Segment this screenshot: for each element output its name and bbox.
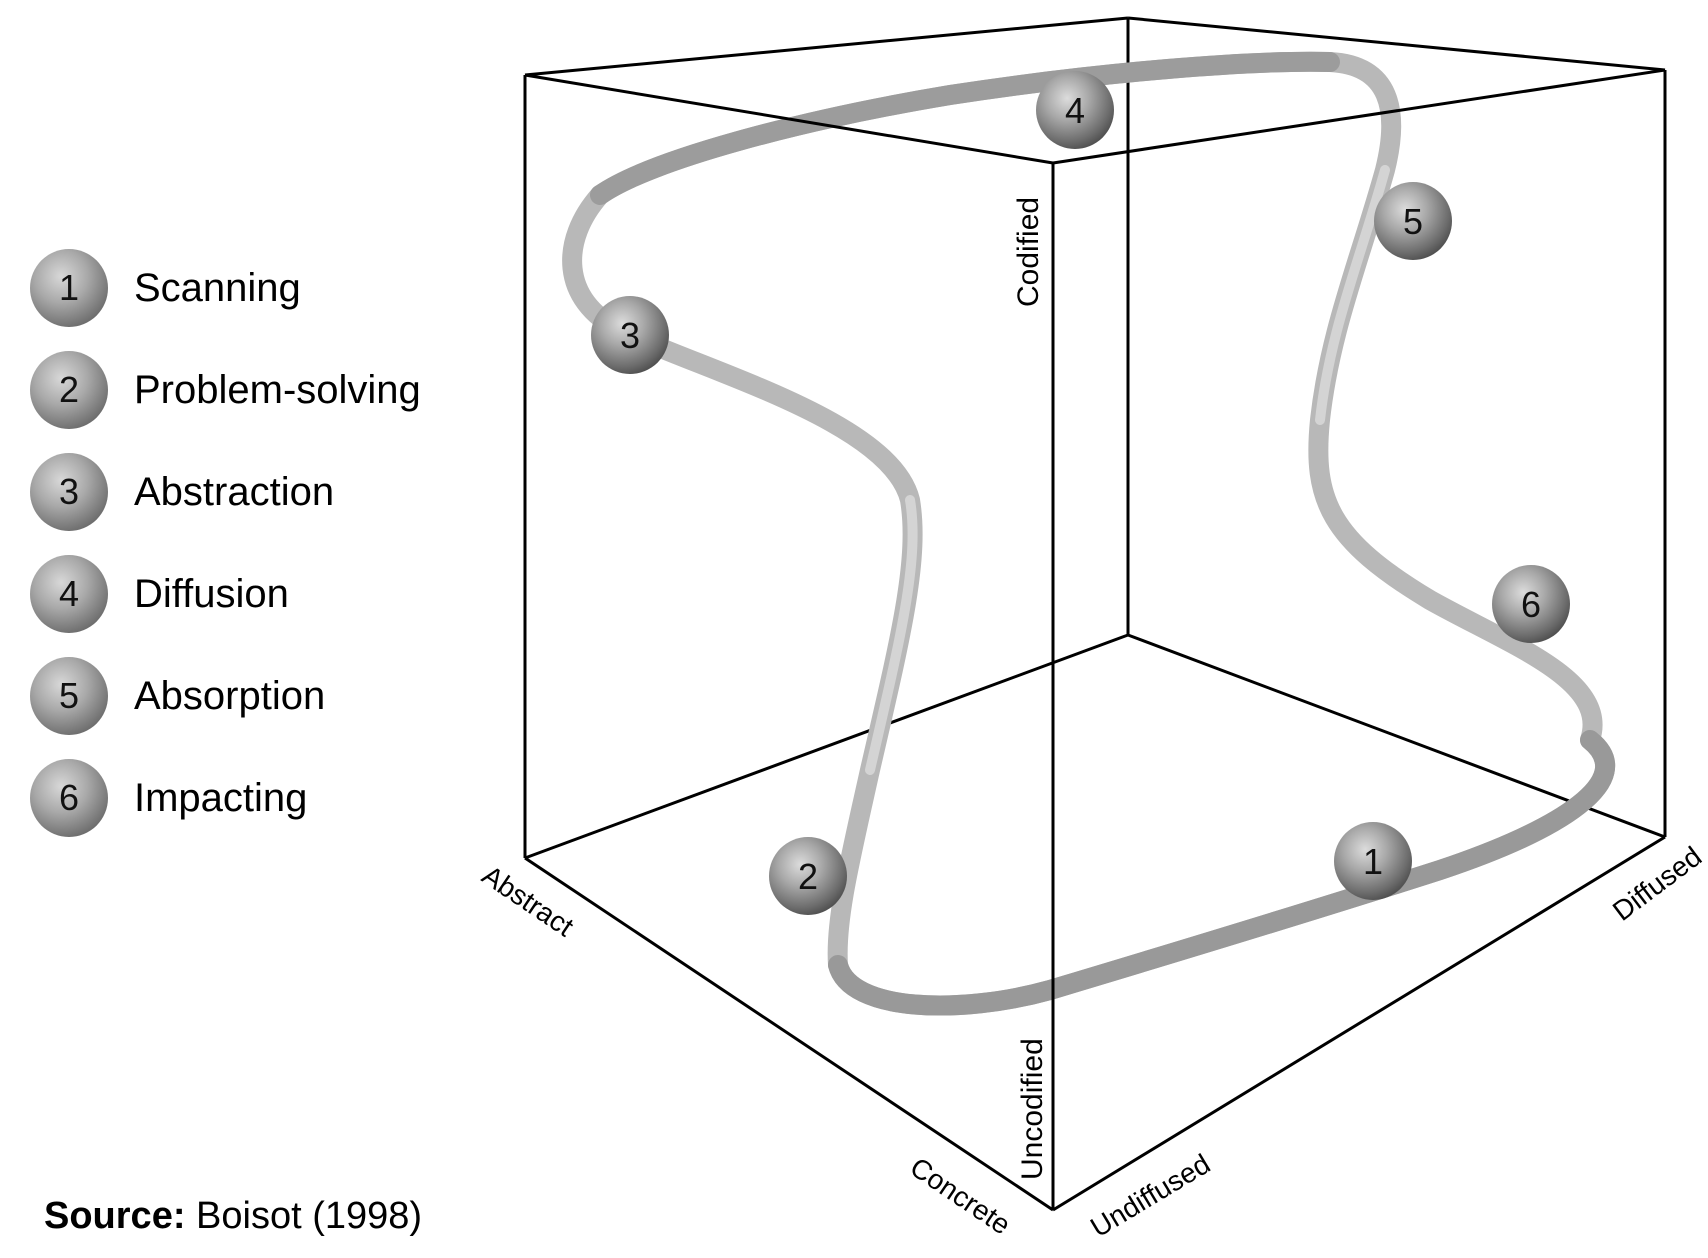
axis-label-undiffused: Undiffused [1085, 1148, 1215, 1243]
marker-3: 3 [591, 296, 669, 374]
axis-label-concrete: Concrete [905, 1151, 1017, 1240]
axis-label-diffused: Diffused [1607, 841, 1707, 927]
marker-5: 5 [1374, 182, 1452, 260]
svg-text:1: 1 [1363, 841, 1383, 882]
axis-label-abstract: Abstract [477, 859, 580, 942]
legend-ball: 6 [30, 759, 108, 837]
legend-label: Abstraction [134, 469, 335, 514]
axis-label-uncodified: Uncodified [1016, 1038, 1049, 1180]
legend-label: Impacting [134, 775, 308, 820]
legend-item-impacting: 6 Impacting [30, 747, 421, 849]
legend-item-absorption: 5 Absorption [30, 645, 421, 747]
legend-item-abstraction: 3 Abstraction [30, 441, 421, 543]
axis-label-codified: Codified [1012, 197, 1045, 307]
legend-item-diffusion: 4 Diffusion [30, 543, 421, 645]
marker-1: 1 [1334, 822, 1412, 900]
marker-4: 4 [1036, 71, 1114, 149]
legend-ball: 2 [30, 351, 108, 429]
svg-text:3: 3 [620, 315, 640, 356]
marker-6: 6 [1492, 565, 1570, 643]
legend-ball: 3 [30, 453, 108, 531]
legend-item-problem-solving: 2 Problem-solving [30, 339, 421, 441]
legend-label: Problem-solving [134, 367, 421, 412]
legend-item-scanning: 1 Scanning [30, 237, 421, 339]
legend-label: Diffusion [134, 571, 289, 616]
legend-label: Scanning [134, 265, 301, 310]
legend-label: Absorption [134, 673, 326, 718]
source-text: Boisot (1998) [196, 1195, 423, 1237]
legend-ball: 1 [30, 249, 108, 327]
svg-text:2: 2 [798, 856, 818, 897]
legend: 1 Scanning 2 Problem-solving 3 Abstracti… [30, 237, 421, 849]
source-label: Source: [44, 1195, 186, 1237]
svg-text:4: 4 [1065, 90, 1085, 131]
legend-ball: 4 [30, 555, 108, 633]
legend-ball: 5 [30, 657, 108, 735]
cube-front-edges [523, 16, 1667, 1212]
marker-2: 2 [769, 837, 847, 915]
learning-cycle-ribbon [562, 51, 1615, 1016]
svg-text:6: 6 [1521, 584, 1541, 625]
source-note: Source: Boisot (1998) [44, 1195, 422, 1238]
svg-text:5: 5 [1403, 201, 1423, 242]
